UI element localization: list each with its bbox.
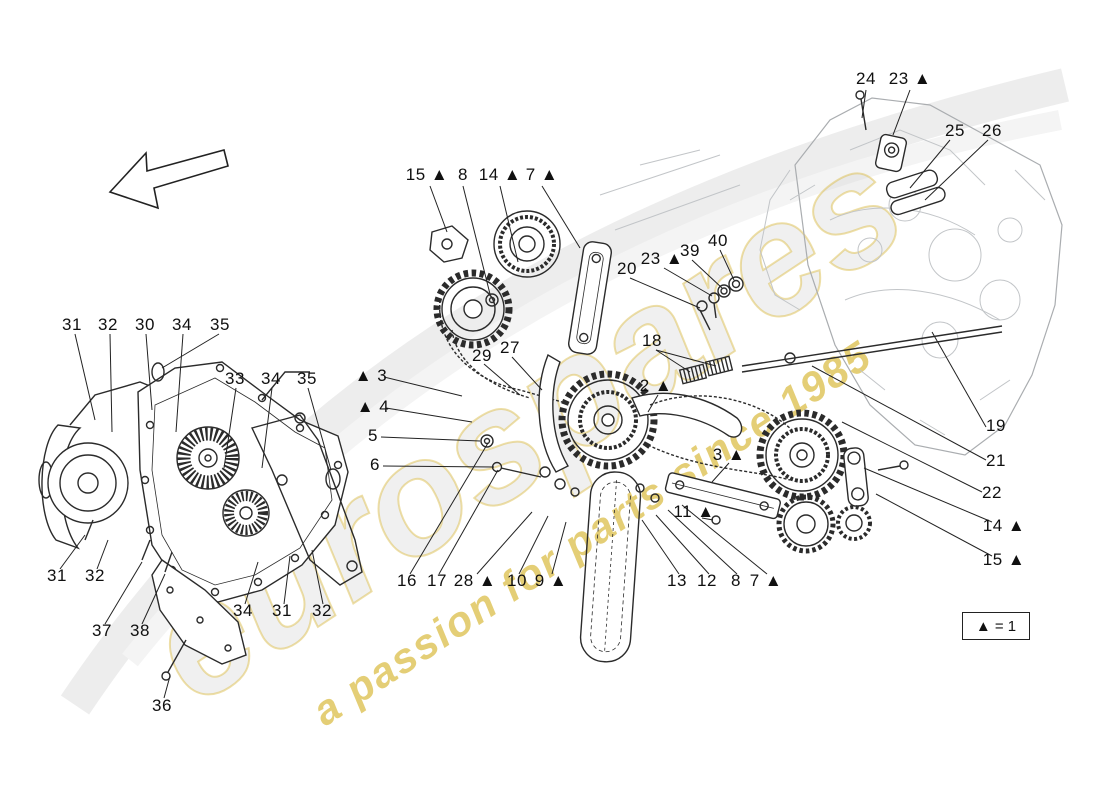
part-label-31: 31	[62, 315, 82, 334]
part-label-8: 8	[458, 165, 468, 184]
part-label-26: 26	[982, 121, 1002, 140]
part-label-33: 33	[225, 369, 245, 388]
part-label-21: 21	[986, 451, 1006, 470]
part-label-25: 25	[945, 121, 965, 140]
part-label-35: 35	[297, 369, 317, 388]
part-label-23: 23 ▲	[888, 69, 932, 88]
part-label-11: 11 ▲	[673, 502, 715, 521]
part-label-28: 28 ▲	[453, 571, 497, 590]
part-label-12: 12	[697, 571, 717, 590]
part-label-34: 34	[261, 369, 281, 388]
timing-cover-drawing	[84, 361, 363, 681]
part-label-13: 13	[667, 571, 687, 590]
part-label-29: 29	[472, 346, 492, 365]
part-label-32: 32	[312, 601, 332, 620]
part-label-15: 15 ▲	[405, 165, 449, 184]
part-label-9: 9 ▲	[534, 571, 568, 590]
part-label-35: 35	[210, 315, 230, 334]
part-label-27: 27	[500, 338, 520, 357]
legend-text: ▲ = 1	[975, 617, 1017, 635]
part-label-24: 24	[856, 69, 876, 88]
legend-box: ▲ = 1	[962, 612, 1030, 640]
part-label-32: 32	[85, 566, 105, 585]
part-label-4: ▲ 4	[356, 397, 390, 416]
part-label-32: 32	[98, 315, 118, 334]
part-label-5: 5	[368, 426, 378, 445]
part-label-23: 23 ▲	[640, 249, 684, 268]
part-label-18: 18	[642, 331, 662, 350]
part-label-3: ▲ 3	[354, 366, 388, 385]
part-label-6: 6	[370, 455, 380, 474]
timing-chain-drawing	[429, 210, 1003, 663]
part-label-19: 19	[986, 416, 1006, 435]
leader-lines	[59, 89, 993, 699]
part-label-10: 10	[507, 571, 527, 590]
part-label-7: 7 ▲	[525, 165, 559, 184]
part-label-15: 15 ▲	[982, 550, 1026, 569]
part-label-34: 34	[233, 601, 253, 620]
part-label-14: 14 ▲	[982, 516, 1026, 535]
part-label-38: 38	[130, 621, 150, 640]
part-label-17: 17	[427, 571, 447, 590]
part-label-31: 31	[272, 601, 292, 620]
mid-fittings	[696, 276, 744, 331]
part-label-20: 20	[617, 259, 637, 278]
part-label-30: 30	[135, 315, 155, 334]
part-label-7: 7 ▲	[749, 571, 783, 590]
part-label-40: 40	[708, 231, 728, 250]
part-label-16: 16	[397, 571, 417, 590]
part-label-31: 31	[47, 566, 67, 585]
part-label-22: 22	[982, 483, 1002, 502]
part-label-8: 8	[731, 571, 741, 590]
part-label-34: 34	[172, 315, 192, 334]
part-label-14: 14 ▲	[478, 165, 522, 184]
part-label-3: 3 ▲	[712, 445, 746, 464]
part-label-36: 36	[152, 696, 172, 715]
direction-arrow-icon	[108, 149, 229, 210]
part-label-39: 39	[680, 241, 700, 260]
part-label-2: 2 ▲	[639, 376, 673, 395]
part-label-37: 37	[92, 621, 112, 640]
